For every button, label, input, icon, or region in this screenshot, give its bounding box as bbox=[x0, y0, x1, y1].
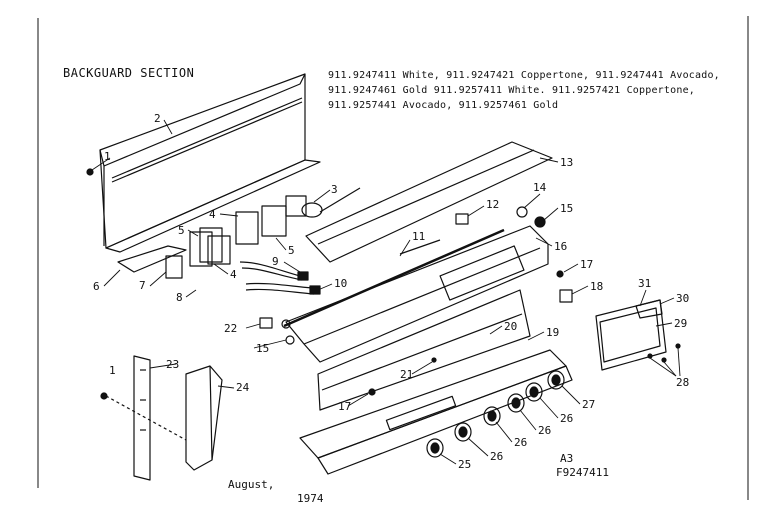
label-15b: 15 bbox=[256, 342, 269, 355]
label-13: 13 bbox=[560, 156, 573, 169]
screw-alignment-line bbox=[105, 395, 187, 441]
label-4a: 4 bbox=[209, 208, 216, 221]
label-27: 27 bbox=[582, 398, 595, 411]
label-12: 12 bbox=[486, 198, 499, 211]
lamp-tube bbox=[281, 228, 505, 329]
label-5b: 5 bbox=[288, 244, 295, 257]
small-fittings bbox=[259, 206, 573, 396]
diagram-code-number: F9247411 bbox=[556, 466, 609, 479]
screw-1b bbox=[100, 392, 108, 400]
label-14: 14 bbox=[533, 181, 547, 194]
label-26c: 26 bbox=[538, 424, 551, 437]
control-panel bbox=[285, 225, 549, 363]
screw-1a bbox=[86, 168, 94, 176]
control-knobs bbox=[426, 370, 565, 458]
label-7: 7 bbox=[139, 279, 146, 292]
front-rail bbox=[299, 349, 573, 475]
label-4b: 4 bbox=[230, 268, 237, 281]
model-list-line-2: 911.9247461 Gold 911.9257411 White. 911.… bbox=[328, 85, 696, 96]
label-28: 28 bbox=[676, 376, 689, 389]
model-list-line-3: 911.9257441 Avocado, 911.9257461 Gold bbox=[328, 100, 559, 111]
label-1a: 1 bbox=[104, 150, 111, 163]
part-labels: 1 2 3 4 4 5 5 6 7 8 9 10 11 12 13 14 15 … bbox=[93, 112, 689, 471]
diagram-code-a3: A3 bbox=[560, 452, 574, 465]
label-22: 22 bbox=[224, 322, 237, 335]
label-11: 11 bbox=[412, 230, 425, 243]
label-9: 9 bbox=[272, 255, 279, 268]
label-29: 29 bbox=[674, 317, 687, 330]
section-title: BACKGUARD SECTION bbox=[63, 66, 195, 80]
label-10: 10 bbox=[334, 277, 347, 290]
label-18: 18 bbox=[590, 280, 603, 293]
label-1b: 1 bbox=[109, 364, 116, 377]
wire-harness bbox=[239, 187, 361, 295]
label-26d: 26 bbox=[560, 412, 573, 425]
switch-cluster bbox=[165, 195, 323, 279]
top-trim-strip bbox=[305, 141, 553, 263]
label-26a: 26 bbox=[490, 450, 503, 463]
leader-lines bbox=[91, 119, 681, 465]
label-19: 19 bbox=[546, 326, 559, 339]
label-2: 2 bbox=[154, 112, 161, 125]
backguard-panel bbox=[99, 73, 321, 253]
model-list-line-1: 911.9247411 White, 911.9247421 Copperton… bbox=[328, 70, 720, 81]
label-26b: 26 bbox=[514, 436, 527, 449]
label-21: 21 bbox=[400, 368, 413, 381]
label-5a: 5 bbox=[178, 224, 185, 237]
date-year: 1974 bbox=[297, 492, 324, 505]
side-trim-panel bbox=[133, 355, 223, 481]
label-6: 6 bbox=[93, 280, 100, 293]
label-15a: 15 bbox=[560, 202, 573, 215]
label-17a: 17 bbox=[580, 258, 593, 271]
clock-module bbox=[595, 299, 681, 371]
label-20: 20 bbox=[504, 320, 517, 333]
lower-trim bbox=[117, 245, 187, 273]
label-30: 30 bbox=[676, 292, 689, 305]
label-3: 3 bbox=[331, 183, 338, 196]
label-8: 8 bbox=[176, 291, 183, 304]
label-31: 31 bbox=[638, 277, 651, 290]
lower-control-panel bbox=[317, 289, 531, 411]
label-17b: 17 bbox=[338, 400, 351, 413]
label-24: 24 bbox=[236, 381, 250, 394]
label-16: 16 bbox=[554, 240, 567, 253]
date-month: August, bbox=[228, 478, 275, 491]
label-25: 25 bbox=[458, 458, 471, 471]
